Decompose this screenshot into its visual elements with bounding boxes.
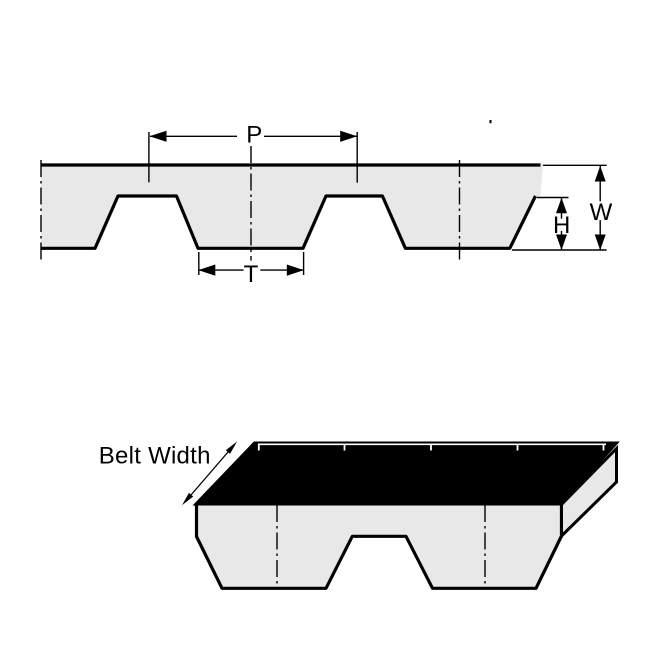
svg-text:H: H <box>553 212 570 239</box>
svg-text:T: T <box>244 261 259 288</box>
svg-text:P: P <box>246 121 262 148</box>
svg-text:W: W <box>590 199 613 226</box>
svg-text:Belt Width: Belt Width <box>99 443 211 470</box>
